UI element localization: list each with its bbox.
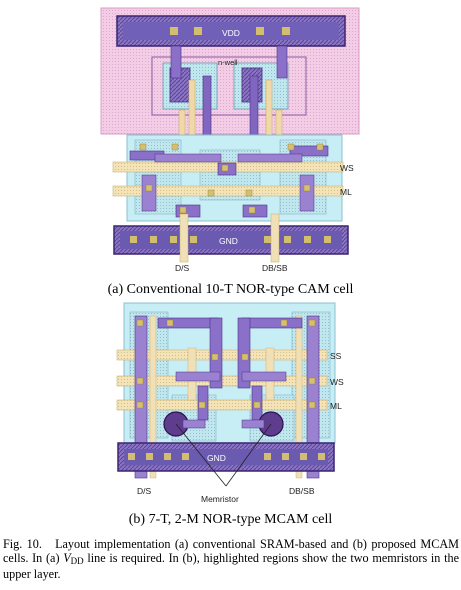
layout-b: SS WS ML GND D/S Memristor DB/SB bbox=[116, 302, 344, 504]
fig-number: Fig. 10. bbox=[3, 537, 42, 551]
ml-label-a: ML bbox=[340, 187, 352, 197]
ss-label: SS bbox=[330, 351, 342, 361]
vdd-subscript: DD bbox=[70, 555, 84, 566]
ws-label-b: WS bbox=[330, 377, 344, 387]
caption-text-2: line is required. In (b), highlighted re… bbox=[3, 550, 459, 582]
gnd-label-a: GND bbox=[219, 236, 238, 246]
gnd-label-b: GND bbox=[207, 453, 226, 463]
dbsb-label-b: DB/SB bbox=[289, 486, 315, 496]
vdd-label: VDD bbox=[222, 28, 240, 38]
ds-label-a: D/S bbox=[175, 263, 190, 273]
nwell-label: n-well bbox=[218, 58, 238, 67]
figure-caption: Fig. 10. Layout implementation (a) conve… bbox=[3, 537, 460, 582]
layout-a: VDD n-well bbox=[100, 7, 360, 273]
caption-b: (b) 7-T, 2-M NOR-type MCAM cell bbox=[128, 512, 333, 527]
caption-a: (a) Conventional 10-T NOR-type CAM cell bbox=[107, 282, 354, 297]
ml-line-a bbox=[112, 185, 344, 197]
dbsb-label-a: DB/SB bbox=[262, 263, 288, 273]
caption-text-1: Layout implementation (a) conventional S… bbox=[3, 537, 460, 565]
ds-label-b: D/S bbox=[137, 486, 152, 496]
ml-label-b: ML bbox=[330, 401, 342, 411]
vdd-symbol: V bbox=[63, 550, 71, 565]
ws-label-a: WS bbox=[340, 163, 354, 173]
memristor-label: Memristor bbox=[201, 494, 239, 504]
ml-line-b bbox=[116, 399, 328, 411]
